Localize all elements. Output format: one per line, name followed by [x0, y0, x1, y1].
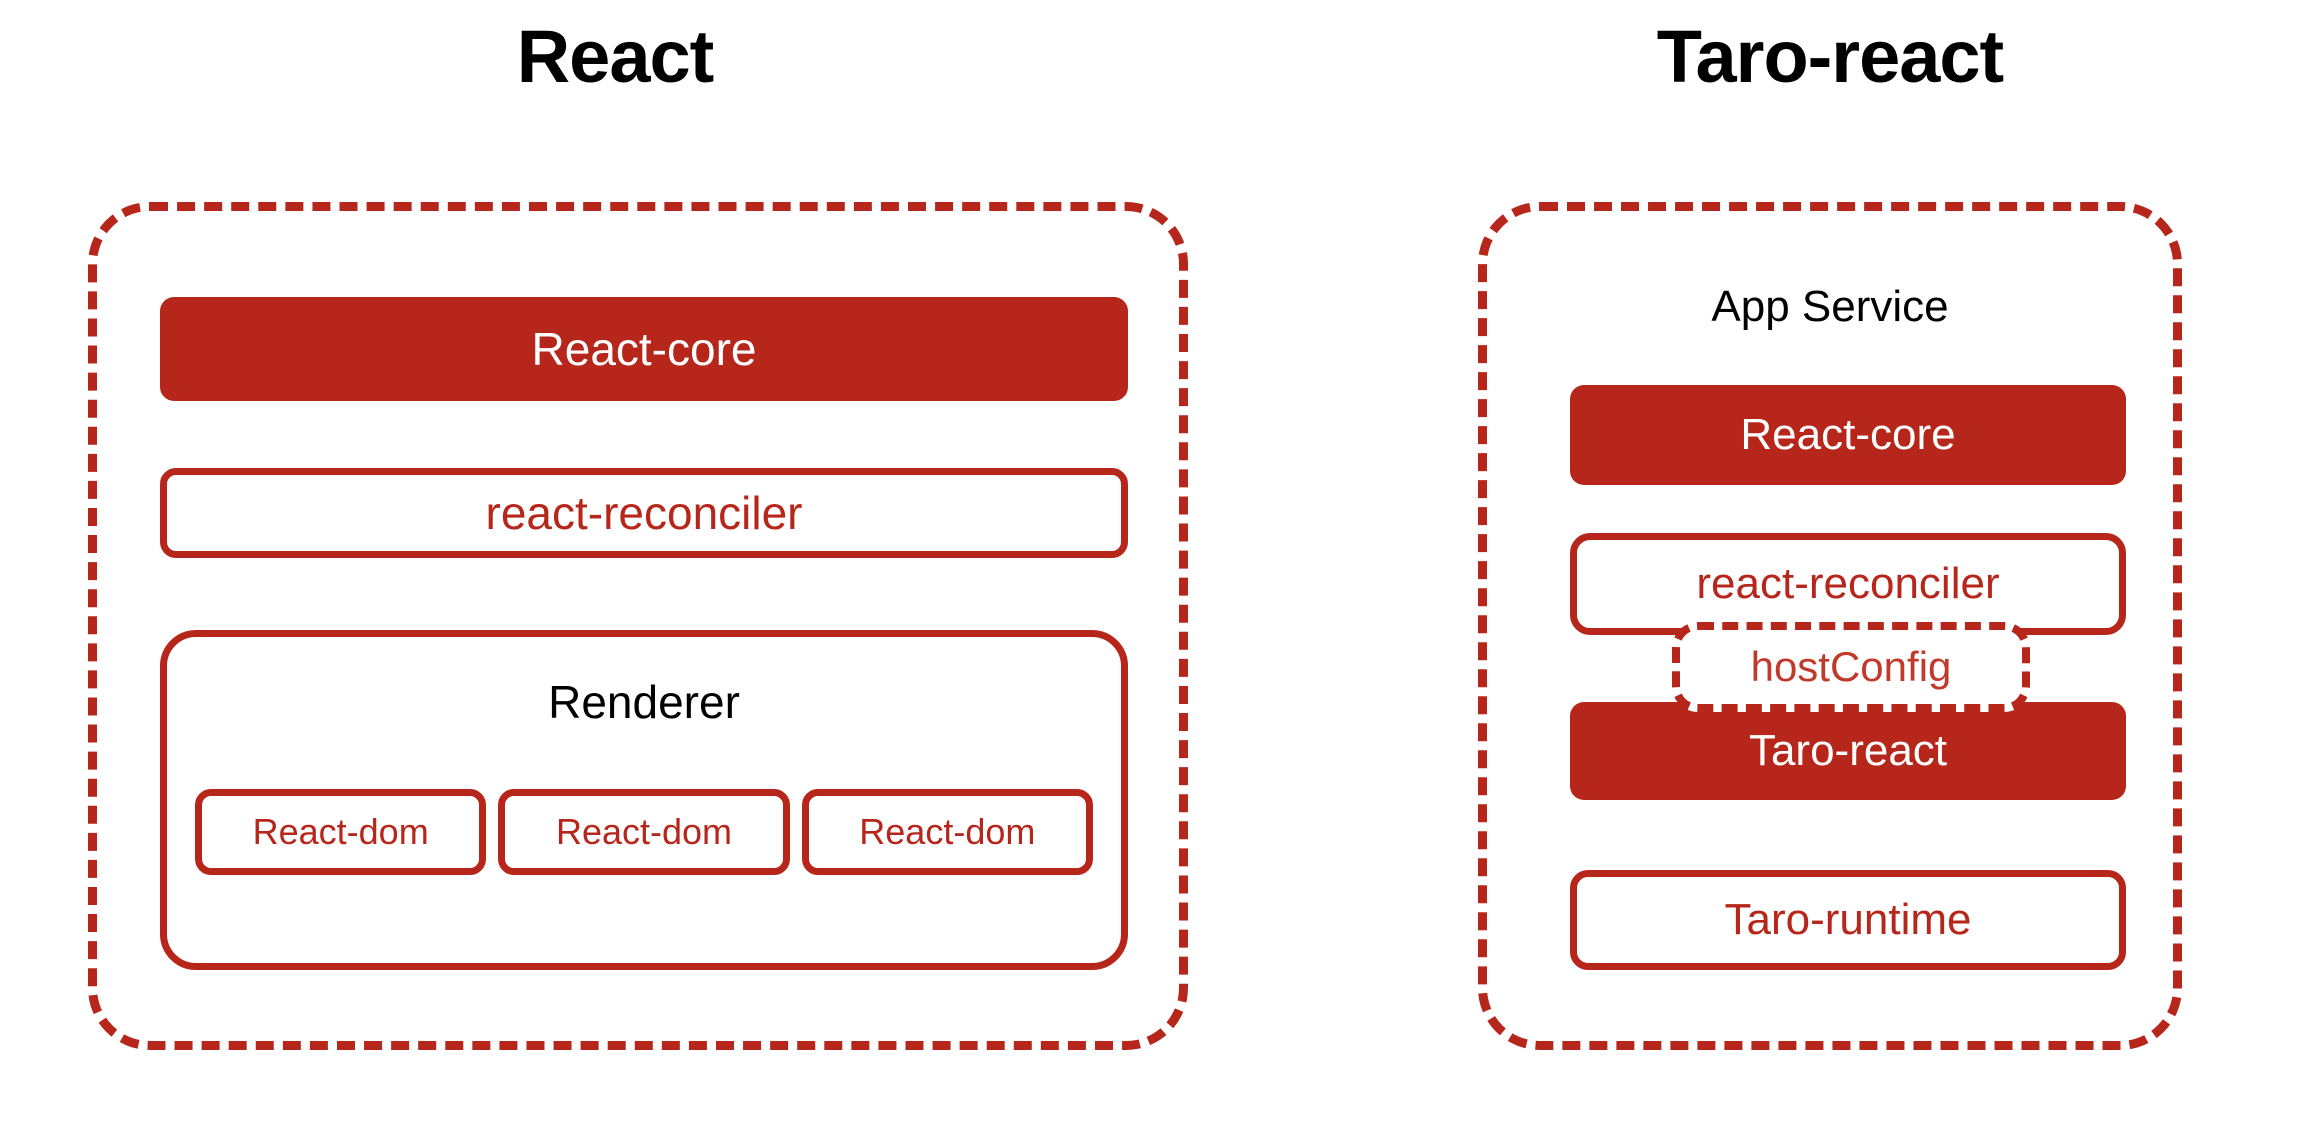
taro-react-reconciler-block[interactable]: react-reconciler [1570, 533, 2126, 635]
taro-runtime-block[interactable]: Taro-runtime [1570, 870, 2126, 970]
react-dom-block-1[interactable]: React-dom [195, 789, 487, 875]
taro-react-block[interactable]: Taro-react [1570, 702, 2126, 800]
app-service-label: App Service [1711, 282, 1949, 331]
react-core-block[interactable]: React-core [160, 297, 1128, 401]
panel-title-react: React [516, 15, 715, 98]
renderer-label: Renderer [548, 676, 740, 728]
taro-boundary-container [1478, 202, 2182, 1050]
react-boundary-container [88, 202, 1188, 1050]
react-dom-row: React-dom React-dom React-dom [195, 789, 1093, 875]
panel-title-taro-react: Taro-react [1656, 15, 2004, 98]
host-config-block[interactable]: hostConfig [1672, 622, 2030, 712]
react-dom-block-3[interactable]: React-dom [801, 789, 1093, 875]
taro-react-core-block[interactable]: React-core [1570, 385, 2126, 485]
renderer-group-block[interactable]: Renderer React-dom React-dom React-dom [160, 630, 1128, 970]
react-dom-block-2[interactable]: React-dom [498, 789, 790, 875]
react-reconciler-block[interactable]: react-reconciler [160, 468, 1128, 558]
